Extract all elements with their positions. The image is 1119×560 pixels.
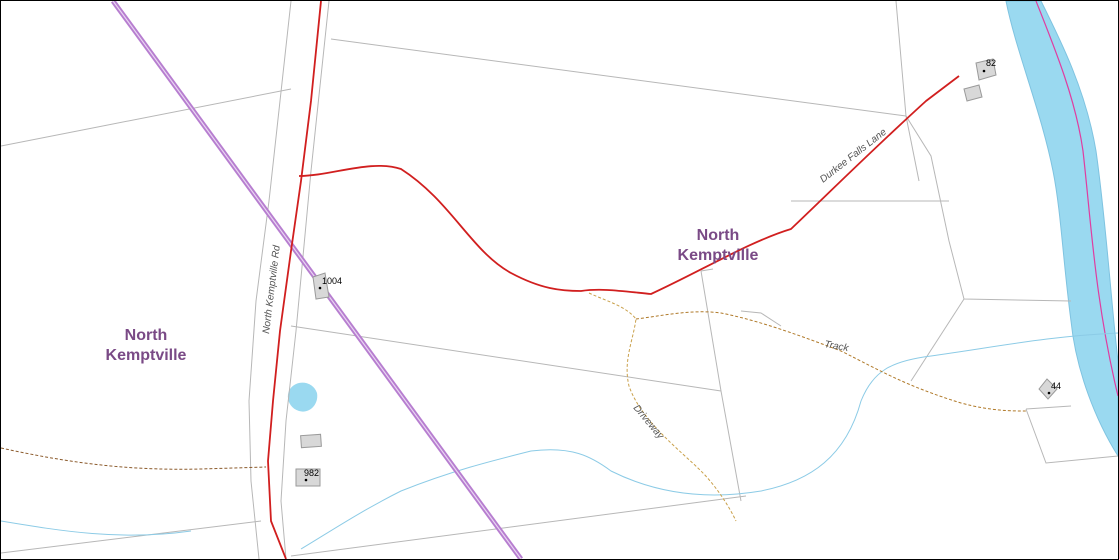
road-label-north-kemptville-rd: North Kemptville Rd: [261, 244, 283, 334]
address-1004: 1004: [322, 276, 342, 286]
pond: [287, 382, 318, 412]
road-label-durkee-falls-lane: Durkee Falls Lane: [818, 126, 889, 185]
building-1004: [312, 272, 330, 300]
address-44: 44: [1051, 381, 1061, 391]
address-82: 82: [986, 58, 996, 68]
road-label-driveway: Driveway: [631, 403, 666, 442]
track-trail: [635, 311, 1027, 412]
building-982a: [300, 433, 322, 449]
place-label-east-line1: North: [697, 227, 740, 244]
durkee-falls-lane-line: [298, 75, 960, 295]
north-kemptville-rd-line: [267, 1, 322, 559]
roads: [267, 1, 960, 559]
road-label-track: Track: [823, 339, 850, 354]
address-points: [304, 69, 1051, 482]
place-label-east-line2: Kemptville: [678, 247, 759, 264]
place-label-west-line1: North: [125, 327, 168, 344]
trails: [1, 292, 1027, 522]
building-44: [1038, 378, 1058, 400]
address-982: 982: [304, 468, 319, 478]
place-label-west-line2: Kemptville: [106, 347, 187, 364]
buildings: [295, 58, 1058, 487]
streams: [1, 332, 1118, 550]
building-82: [975, 58, 997, 81]
river-centerline: [1035, 1, 1118, 397]
river: [1005, 1, 1118, 457]
driveway-trail: [588, 292, 737, 522]
building-82b: [963, 84, 983, 102]
building-982: [295, 468, 321, 487]
